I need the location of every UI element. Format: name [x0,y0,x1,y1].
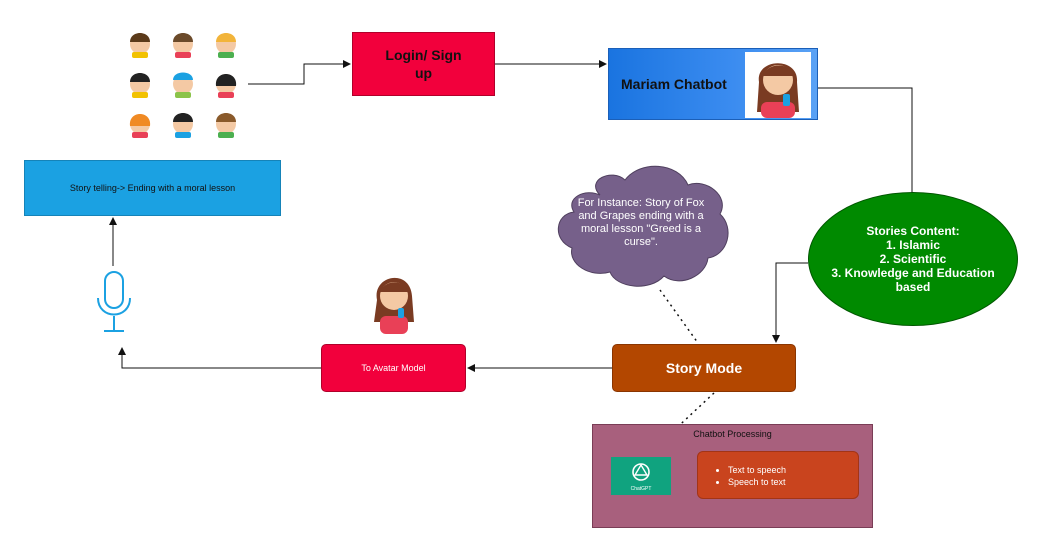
kid-face-icon [129,114,151,138]
mariam-avatar-icon [745,52,811,118]
kid-face-icon [130,73,150,98]
kid-face-icon [216,113,236,138]
stories-item: 3. Knowledge and Education based [831,266,995,294]
kid-face-icon [173,72,193,98]
cloud-shape [557,165,729,287]
cloud-example-text: For Instance: Story of Fox and Grapes en… [577,197,705,248]
chatgpt-logo-icon: ChatGPT [611,457,671,495]
stories-content-ellipse: Stories Content: 1. Islamic 2. Scientifi… [808,192,1018,326]
mariam-chatbot-label: Mariam Chatbot [621,76,727,92]
user-group-icon [122,26,248,142]
arrow-avatar-to-mic [118,347,321,369]
processing-task-item: Text to speech [728,464,786,476]
dotted-cloud-to-story-mode [659,289,699,344]
kid-face-icon [130,33,150,58]
kid-face-icon [216,33,236,58]
to-avatar-model-box: To Avatar Model [321,344,466,392]
story-telling-box: Story telling-> Ending with a moral less… [24,160,281,216]
login-signup-box: Login/ Sign up [352,32,495,96]
avatar-icon [374,277,414,334]
login-signup-label: Login/ Sign up [385,47,462,81]
arrow-mariam-to-stories [818,87,916,201]
processing-task-list: Text to speech Speech to text [698,464,786,488]
chatbot-processing-container: Chatbot Processing ChatGPT Text to speec… [592,424,873,528]
arrow-users-to-login [248,60,351,85]
chatbot-processing-title: Chatbot Processing [693,429,772,439]
arrow-stories-to-story-mode [772,262,808,343]
processing-task-item: Speech to text [728,476,786,488]
story-mode-box: Story Mode [612,344,796,392]
stories-content-title: Stories Content: [866,224,960,238]
stories-item: 2. Scientific [879,252,947,266]
processing-tasks-box: Text to speech Speech to text [697,451,859,499]
to-avatar-model-label: To Avatar Model [361,363,426,373]
kid-face-icon [215,74,237,98]
chatgpt-logo-label: ChatGPT [630,486,652,492]
kid-face-icon [173,33,193,58]
story-mode-label: Story Mode [665,360,743,376]
stories-item: 1. Islamic [885,238,941,252]
story-telling-label: Story telling-> Ending with a moral less… [69,183,236,193]
microphone-icon [97,271,131,332]
kid-face-icon [173,113,193,138]
mariam-chatbot-box: Mariam Chatbot [608,48,818,120]
